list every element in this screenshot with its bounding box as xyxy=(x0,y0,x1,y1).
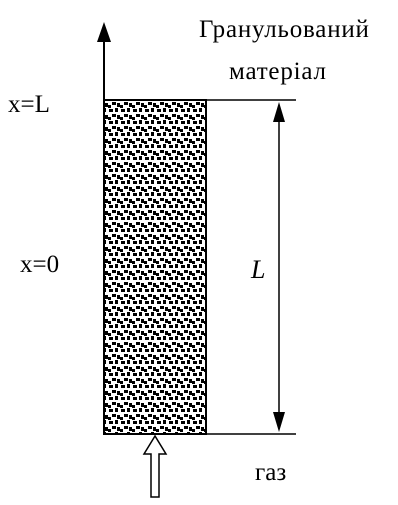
length-dimension xyxy=(273,102,285,432)
dimension-arrow-top xyxy=(273,102,285,122)
label-x-equals-0: x=0 xyxy=(20,251,59,278)
title-line-2: матеріал xyxy=(229,58,327,85)
title-line-1: Гранульований xyxy=(199,16,370,43)
dimension-arrow-bottom xyxy=(273,412,285,432)
granular-bed-column xyxy=(103,99,207,435)
gas-inlet-arrow xyxy=(142,434,168,498)
gas-label: газ xyxy=(255,459,286,486)
dimension-label-L: L xyxy=(250,255,265,284)
label-x-equals-L: x=L xyxy=(8,91,50,118)
axis-arrowhead xyxy=(97,22,111,42)
